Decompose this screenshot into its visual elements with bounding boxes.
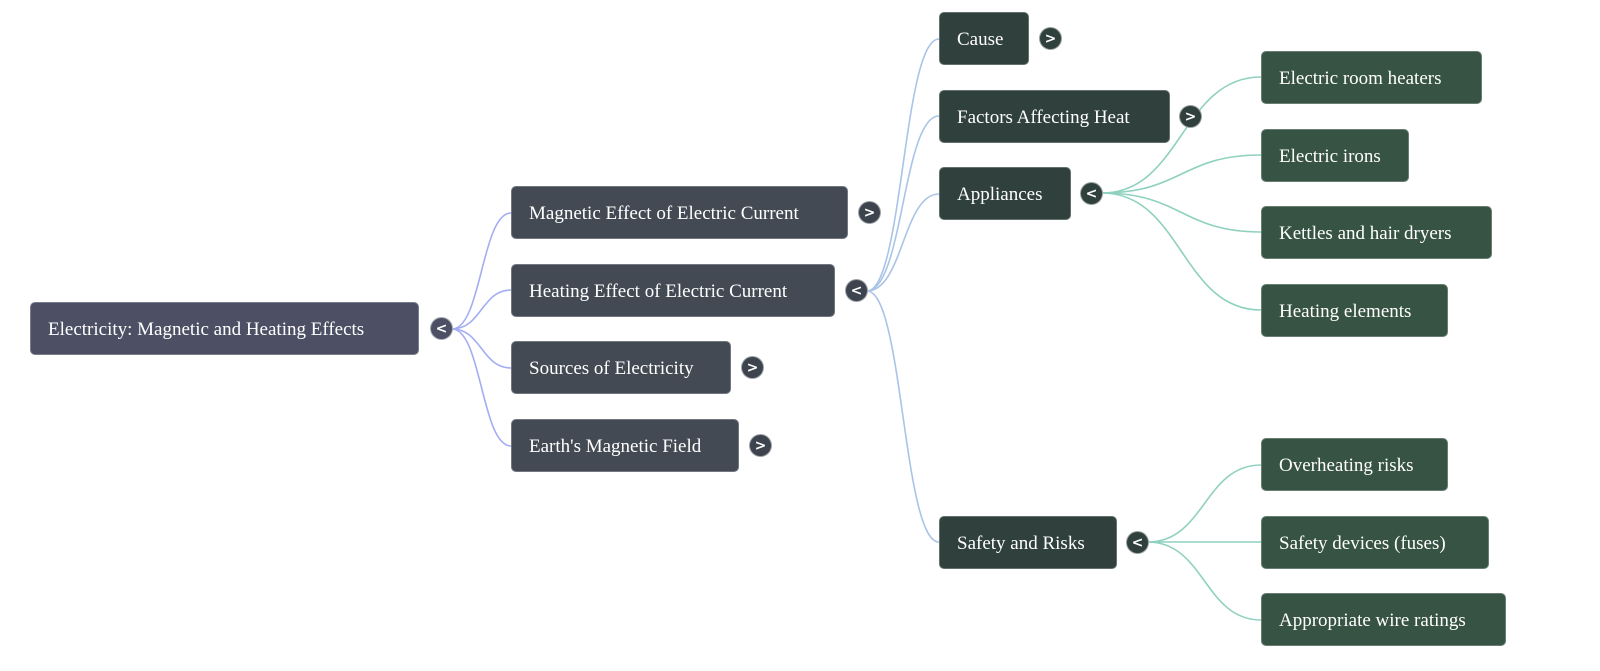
link-heating-to-l2-2: [866, 193, 940, 292]
collapse-toggle-heating-effect[interactable]: <: [845, 279, 868, 302]
node-sources-of-electricity[interactable]: Sources of Electricity: [511, 341, 731, 394]
expand-toggle-earths-field[interactable]: >: [749, 434, 772, 457]
link-root-to-l1-0: [451, 212, 512, 330]
expand-toggle-magnetic-effect[interactable]: >: [858, 201, 881, 224]
expand-toggle-factors[interactable]: >: [1179, 105, 1202, 128]
node-factors-affecting-heat[interactable]: Factors Affecting Heat: [939, 90, 1170, 143]
node-label: Kettles and hair dryers: [1279, 223, 1452, 244]
link-root-to-l1-1: [451, 289, 512, 330]
node-earths-magnetic-field[interactable]: Earth's Magnetic Field: [511, 419, 739, 472]
collapse-toggle-appliances[interactable]: <: [1080, 182, 1103, 205]
node-label: Cause: [957, 29, 1004, 50]
node-label: Factors Affecting Heat: [957, 107, 1130, 128]
node-label: Sources of Electricity: [529, 358, 694, 379]
link-root-to-l1-2: [451, 328, 512, 369]
expand-toggle-cause[interactable]: >: [1039, 27, 1062, 50]
link-appliances-to-l3-0: [1101, 76, 1262, 194]
node-appropriate-wire-ratings[interactable]: Appropriate wire ratings: [1261, 593, 1506, 646]
node-magnetic-effect[interactable]: Magnetic Effect of Electric Current: [511, 186, 848, 239]
node-heating-effect[interactable]: Heating Effect of Electric Current: [511, 264, 835, 317]
node-label: Safety and Risks: [957, 533, 1085, 554]
link-heating-to-l2-0: [866, 38, 940, 292]
link-safety-to-l3-2: [1147, 541, 1262, 621]
node-label: Overheating risks: [1279, 455, 1414, 476]
link-heating-to-l2-3: [866, 290, 940, 543]
link-root-to-l1-3: [451, 328, 512, 447]
node-label: Electric room heaters: [1279, 68, 1442, 89]
node-label: Heating Effect of Electric Current: [529, 281, 788, 302]
link-appliances-to-l3-1: [1101, 154, 1262, 194]
node-overheating-risks[interactable]: Overheating risks: [1261, 438, 1448, 491]
node-label: Electric irons: [1279, 146, 1381, 167]
node-electric-irons[interactable]: Electric irons: [1261, 129, 1409, 182]
collapse-toggle-safety[interactable]: <: [1126, 531, 1149, 554]
node-label: Earth's Magnetic Field: [529, 436, 702, 457]
node-label: Heating elements: [1279, 301, 1412, 322]
link-safety-to-l3-0: [1147, 464, 1262, 543]
node-label: Appropriate wire ratings: [1279, 610, 1466, 631]
node-kettles-and-hair-dryers[interactable]: Kettles and hair dryers: [1261, 206, 1492, 259]
link-heating-to-l2-1: [866, 115, 940, 292]
root-node-label: Electricity: Magnetic and Heating Effect…: [48, 319, 365, 340]
node-electric-room-heaters[interactable]: Electric room heaters: [1261, 51, 1482, 104]
collapse-toggle-root[interactable]: <: [430, 317, 453, 340]
node-label: Appliances: [957, 184, 1043, 205]
node-label: Magnetic Effect of Electric Current: [529, 203, 799, 224]
link-appliances-to-l3-3: [1101, 192, 1262, 311]
node-safety-devices-fuses[interactable]: Safety devices (fuses): [1261, 516, 1489, 569]
node-label: Safety devices (fuses): [1279, 533, 1446, 554]
node-safety-and-risks[interactable]: Safety and Risks: [939, 516, 1117, 569]
node-appliances[interactable]: Appliances: [939, 167, 1071, 220]
node-heating-elements[interactable]: Heating elements: [1261, 284, 1448, 337]
root-node[interactable]: Electricity: Magnetic and Heating Effect…: [30, 302, 419, 355]
expand-toggle-sources[interactable]: >: [741, 356, 764, 379]
link-appliances-to-l3-2: [1101, 192, 1262, 233]
node-cause[interactable]: Cause: [939, 12, 1029, 65]
